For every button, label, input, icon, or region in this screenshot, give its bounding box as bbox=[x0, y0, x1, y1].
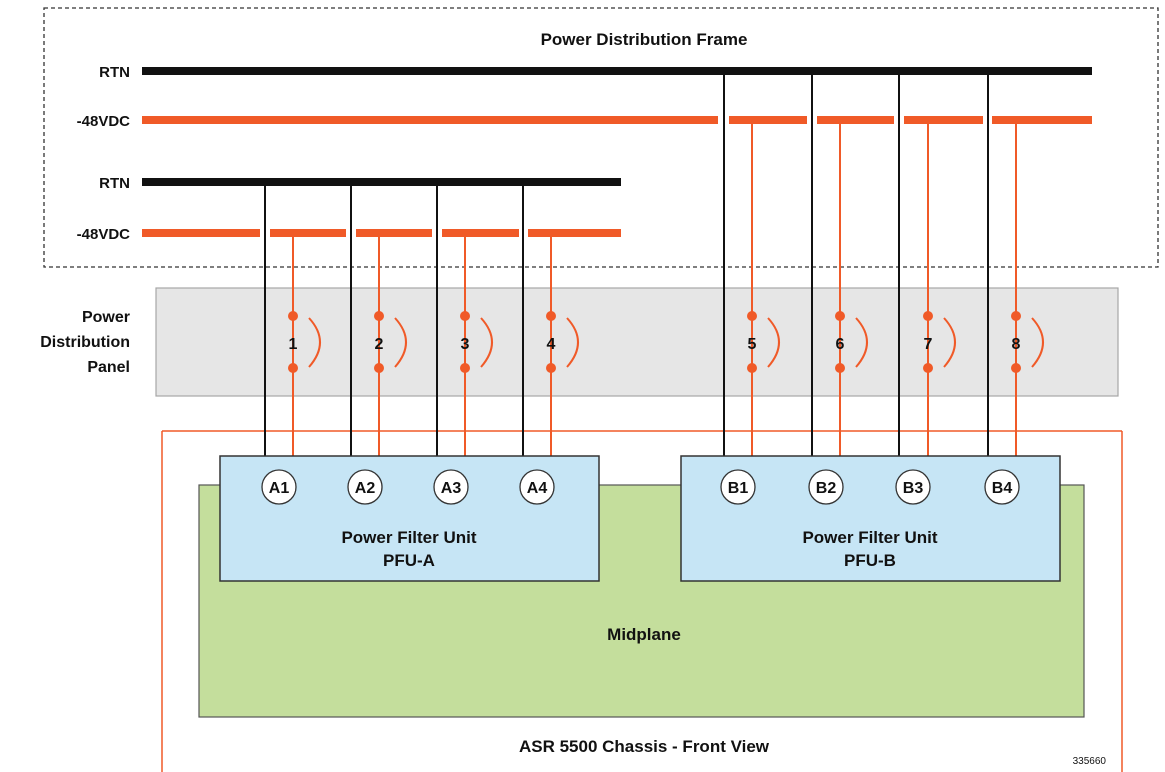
neg48-drops bbox=[292, 120, 1017, 456]
breaker-label: 6 bbox=[836, 336, 845, 353]
chassis-outline bbox=[161, 430, 1123, 772]
frame-title: Power Distribution Frame bbox=[541, 30, 748, 49]
breaker-2: 2 bbox=[374, 311, 407, 373]
breaker-5: 5 bbox=[747, 311, 780, 373]
svg-text:A2: A2 bbox=[355, 480, 376, 497]
panel-label-line-2: Distribution bbox=[40, 334, 130, 351]
pfu-a-title: Power Filter Unit bbox=[341, 528, 476, 547]
breaker-6: 6 bbox=[835, 311, 868, 373]
figure-id: 335660 bbox=[1073, 756, 1107, 767]
pfu-a-subtitle: PFU-A bbox=[383, 551, 435, 570]
panel-label: Power Distribution Panel bbox=[40, 309, 130, 376]
pfu-a-input-a3: A3 bbox=[433, 469, 469, 505]
svg-text:B3: B3 bbox=[903, 480, 924, 497]
midplane-label: Midplane bbox=[607, 625, 681, 644]
pfu-b-input-b3: B3 bbox=[895, 469, 931, 505]
bus-b-rtn-label: RTN bbox=[99, 64, 130, 81]
pfu-a: A1 A2 A3 A4 Power Filter Unit PFU-A bbox=[219, 455, 600, 582]
breaker-1: 1 bbox=[288, 311, 321, 373]
pfu-b-input-b2: B2 bbox=[808, 469, 844, 505]
pfu-b: B1 B2 B3 B4 Power Filter Unit PFU-B bbox=[680, 455, 1061, 582]
power-distribution-panel bbox=[155, 287, 1119, 397]
pfu-b-input-b1: B1 bbox=[720, 469, 756, 505]
bus-a-neg48-label: -48VDC bbox=[77, 226, 131, 243]
pfu-a-input-a1: A1 bbox=[261, 469, 297, 505]
breaker-label: 1 bbox=[289, 336, 298, 353]
breaker-3: 3 bbox=[460, 311, 493, 373]
svg-text:A4: A4 bbox=[527, 480, 548, 497]
rtn-drops bbox=[264, 71, 989, 456]
bus-b-neg48-label: -48VDC bbox=[77, 113, 131, 130]
bus-a-rtn-label: RTN bbox=[99, 175, 130, 192]
svg-text:B1: B1 bbox=[728, 480, 749, 497]
breaker-8: 8 bbox=[1011, 311, 1044, 373]
svg-text:B4: B4 bbox=[992, 480, 1013, 497]
svg-text:A3: A3 bbox=[441, 480, 462, 497]
pfu-b-title: Power Filter Unit bbox=[802, 528, 937, 547]
svg-text:A1: A1 bbox=[269, 480, 290, 497]
svg-text:B2: B2 bbox=[816, 480, 837, 497]
breaker-label: 3 bbox=[461, 336, 470, 353]
breaker-label: 7 bbox=[924, 336, 933, 353]
pfu-b-subtitle: PFU-B bbox=[844, 551, 896, 570]
breaker-4: 4 bbox=[546, 311, 579, 373]
breaker-label: 4 bbox=[547, 336, 556, 353]
pfu-b-input-b4: B4 bbox=[984, 469, 1020, 505]
pfu-a-input-a4: A4 bbox=[519, 469, 555, 505]
chassis-label: ASR 5500 Chassis - Front View bbox=[519, 737, 770, 756]
frame-border bbox=[43, 7, 1159, 268]
breaker-label: 2 bbox=[375, 336, 384, 353]
panel-label-line-1: Power bbox=[82, 309, 130, 326]
pfu-a-input-a2: A2 bbox=[347, 469, 383, 505]
breaker-7: 7 bbox=[923, 311, 956, 373]
panel-label-line-3: Panel bbox=[87, 359, 130, 376]
breaker-label: 8 bbox=[1012, 336, 1021, 353]
breaker-label: 5 bbox=[748, 336, 757, 353]
power-distribution-frame: Power Distribution Frame RTN -48VDC RTN … bbox=[43, 7, 1159, 268]
